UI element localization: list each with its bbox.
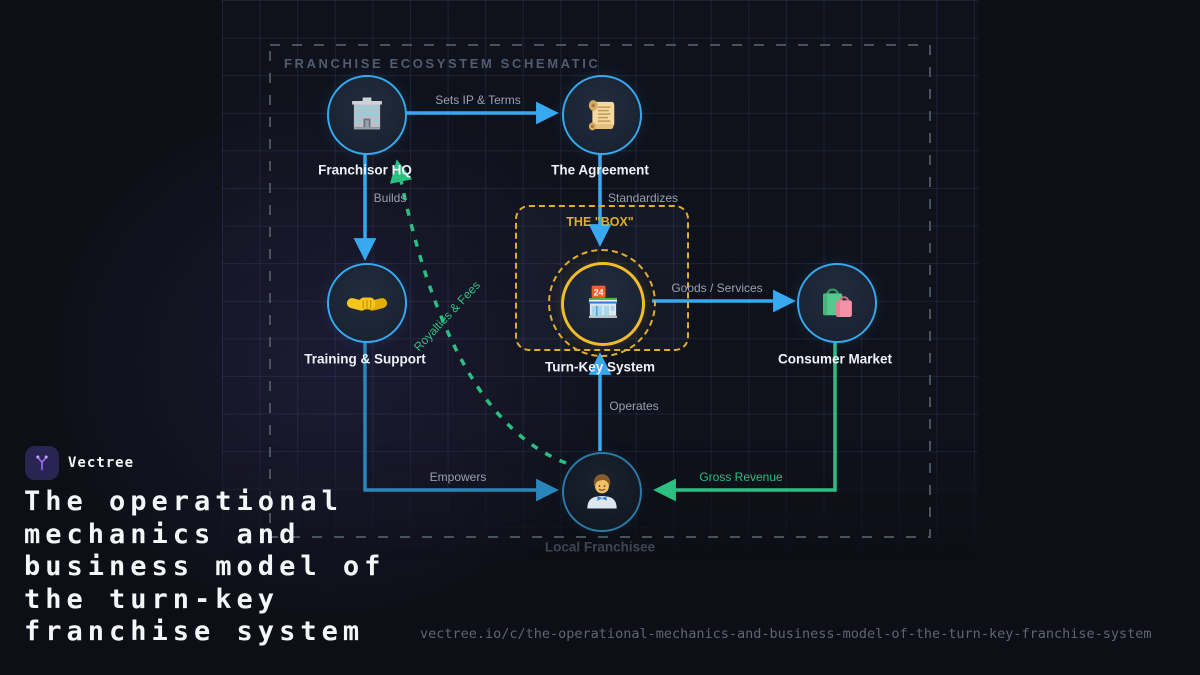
vectree-branch-icon [36, 455, 48, 471]
node-local-franchisee [562, 452, 642, 532]
shopping-bags-icon [823, 288, 852, 317]
page-title: The operational mechanics and business m… [24, 486, 386, 647]
edge-label-empowers: Empowers [429, 470, 487, 484]
edge-label-gross-revenue: Gross Revenue [699, 470, 783, 484]
edge-label-operates: Operates [609, 399, 659, 413]
office-building-icon [352, 97, 382, 130]
edge-label-builds: Builds [373, 191, 407, 205]
node-training-support [327, 263, 407, 343]
handshake-icon [346, 297, 388, 311]
brand-name: Vectree [68, 455, 135, 471]
node-label-local-franchisee: Local Franchisee [544, 539, 656, 555]
schematic-frame-border [269, 44, 931, 538]
edge-empowers [363, 340, 559, 502]
node-consumer-market [797, 263, 877, 343]
node-franchisor-hq [327, 75, 407, 155]
scroll-icon [588, 100, 615, 131]
node-label-consumer-market: Consumer Market [777, 351, 893, 367]
edge-label-goods-services: Goods / Services [671, 281, 763, 295]
node-label-the-agreement: The Agreement [551, 162, 649, 178]
brand-block: Vectree [25, 446, 134, 480]
node-label-franchisor-hq: Franchisor HQ [318, 162, 412, 178]
node-the-agreement [562, 75, 642, 155]
node-turn-key-system: 24 [561, 262, 645, 346]
node-label-training-support: Training & Support [304, 351, 426, 367]
node-label-turn-key-system: Turn-Key System [544, 359, 656, 375]
footer-url: vectree.io/c/the-operational-mechanics-a… [420, 626, 1152, 642]
convenience-store-icon: 24 [589, 285, 617, 318]
store-sign-text: 24 [594, 287, 604, 297]
edge-label-sets-ip-terms: Sets IP & Terms [435, 93, 521, 107]
brand-logo [25, 446, 59, 480]
schematic-heading: FRANCHISE ECOSYSTEM SCHEMATIC [284, 56, 601, 71]
edge-royalties-fees [389, 159, 567, 465]
edge-gross-revenue [653, 340, 837, 502]
turnkey-dashed-ring [548, 249, 656, 357]
edge-label-standardizes: Standardizes [607, 191, 679, 205]
the-box-label: THE "BOX" [566, 215, 634, 229]
office-worker-icon [587, 474, 617, 509]
